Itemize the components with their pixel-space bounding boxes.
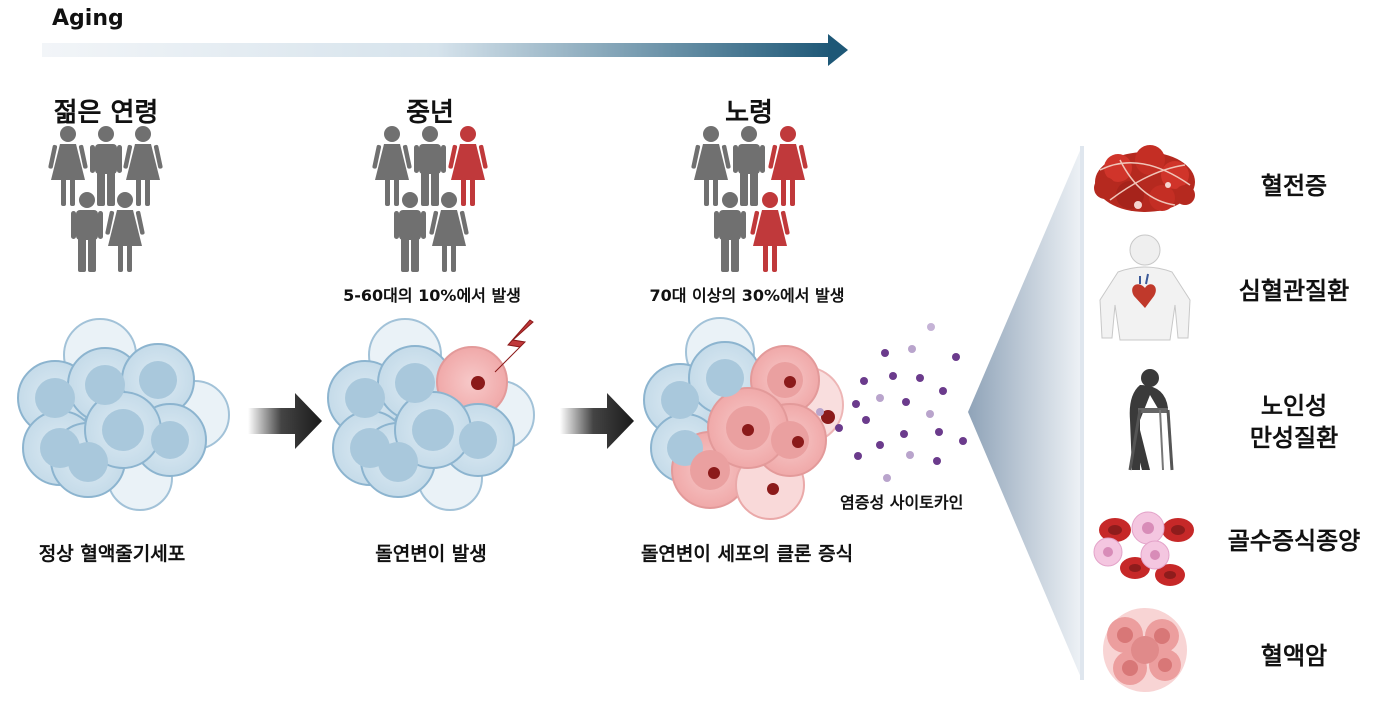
aging-arrow — [42, 34, 848, 66]
thrombus-icon — [1094, 145, 1195, 212]
stage-middle-caption: 돌연변이 발생 — [375, 543, 487, 565]
cell-nuclei-normal — [35, 361, 189, 482]
people-group-elderly — [691, 126, 808, 272]
cell-nuclei-mutation — [345, 363, 497, 482]
disease-myeloproliferative: 골수증식종양 — [1227, 527, 1361, 555]
blood-cells-icon — [1093, 511, 1194, 586]
people-group-middle — [372, 126, 488, 272]
disease-fan — [968, 146, 1082, 680]
cancer-cell-icon — [1103, 608, 1187, 692]
mutant-nucleus — [471, 376, 485, 390]
cytokine-dots — [816, 323, 967, 482]
disease-blood-cancer: 혈액암 — [1260, 642, 1328, 670]
people-group-young — [48, 126, 163, 272]
progress-arrow-1 — [248, 393, 322, 449]
elderly-walker-icon — [1128, 369, 1174, 471]
cell-nuclei-clonal — [661, 359, 835, 495]
stage-young-header: 젊은 연령 — [53, 98, 159, 128]
disease-cardiovascular: 심혈관질환 — [1238, 277, 1350, 305]
aging-label: Aging — [52, 6, 124, 31]
stage-elderly-frequency: 70대 이상의 30%에서 발생 — [649, 286, 845, 305]
cytokine-label: 염증성 사이토카인 — [840, 493, 964, 512]
stage-middle-header: 중년 — [406, 98, 454, 128]
stage-young-caption: 정상 혈액줄기세포 — [38, 543, 186, 565]
lightning-bolt-icon — [494, 319, 534, 373]
progress-arrow-2 — [560, 393, 634, 449]
disease-chronic-geriatric: 노인성 만성질환 — [1249, 392, 1339, 452]
stage-middle-frequency: 5-60대의 10%에서 발생 — [343, 286, 521, 305]
disease-panel-edge — [1080, 146, 1084, 680]
stage-elderly-header: 노령 — [725, 98, 773, 128]
heart-body-icon — [1099, 234, 1191, 341]
stage-elderly-caption: 돌연변이 세포의 클론 증식 — [640, 543, 854, 565]
disease-thrombosis: 혈전증 — [1260, 172, 1328, 200]
